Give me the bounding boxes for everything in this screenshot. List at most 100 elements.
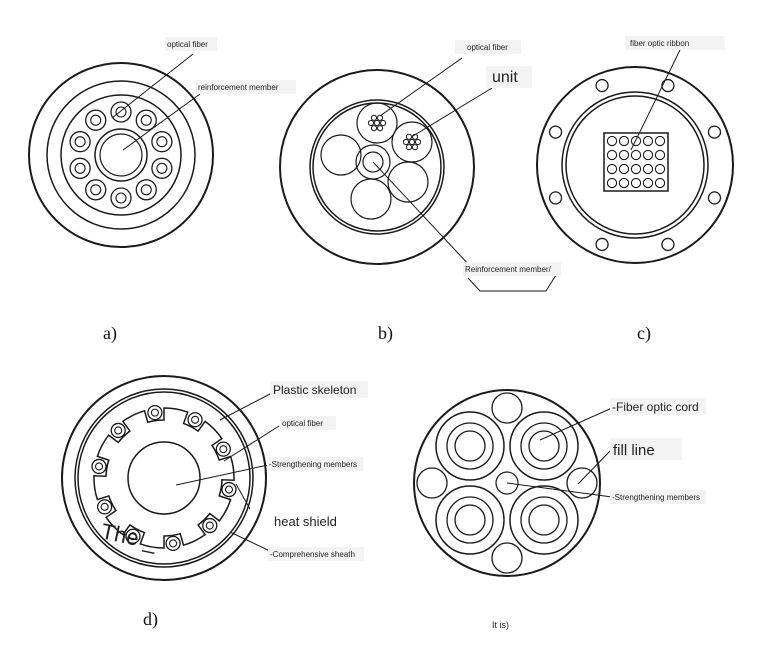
panel-a-central-member (94, 128, 148, 182)
panel-d-fiber-core (205, 521, 214, 530)
panel-c-hole (707, 125, 722, 139)
panel-c-ribbon-fiber (618, 177, 630, 189)
panel-d-fiber-core (150, 408, 159, 417)
panel-c-hole (707, 191, 722, 205)
panel-c-ribbon-fiber (606, 149, 618, 161)
panel-a-reinforcement-label: reinforcement member (198, 83, 279, 92)
panel-d-plastic-skeleton (93, 407, 235, 549)
panel-e-cord-jacket (435, 411, 505, 481)
panel-c-caption: c) (637, 323, 651, 344)
panel-a-fiber-core (115, 192, 127, 204)
panel-b-fiber (408, 138, 416, 146)
panel-b-fiber (405, 144, 413, 151)
panel-a-fiber-core (156, 162, 168, 174)
panel-e-fiber-cord-label: -Fiber optic cord (612, 400, 699, 414)
panel-a-fiber-tube (69, 157, 91, 179)
panel-c-ribbon-fiber (654, 149, 666, 161)
panel-e-cord-buffer (446, 422, 494, 470)
panel-a-fiber-tube (110, 101, 132, 123)
panel-d-optical-fiber-label: optical fiber (282, 419, 323, 428)
panel-c-ribbon-fiber (606, 177, 618, 189)
panel-c-ribbon-fiber (618, 135, 630, 147)
panel-a-fiber-core (140, 184, 152, 196)
panel-d-fiber-core (169, 539, 178, 548)
panel-b-optical-fiber-label: optical fiber (467, 43, 508, 52)
panel-d-fiber-core (191, 415, 200, 424)
panel-d-fiber-tube (187, 412, 203, 428)
panel-d-fiber-tube (221, 481, 237, 498)
panel-b-fiber (370, 114, 378, 121)
panel-a-fiber-core (90, 184, 102, 196)
panel-b-fiber (376, 114, 384, 121)
panel-b-fiber (414, 138, 422, 146)
panel-c-ribbon-fiber (630, 149, 642, 161)
panel-c-hole (548, 125, 563, 139)
panel-a-fiber-tube (110, 187, 132, 209)
panel-c-ribbon-fiber (606, 163, 618, 175)
panel-a-fiber-ring (69, 101, 173, 209)
panel-b-unit-1 (356, 102, 398, 144)
panel-c-ribbon-fiber (654, 135, 666, 147)
panel-e-cord-jacket (509, 485, 579, 555)
panel-a-fiber-tube (151, 157, 173, 179)
panel-b-unit-label: unit (492, 69, 518, 86)
panel-b-fiber-cluster-1 (367, 114, 387, 132)
panel-b-fiber (373, 119, 381, 127)
panel-b-fiber (376, 125, 384, 132)
panel-d-sheath-label: -Comprehensive sheath (270, 550, 355, 559)
panel-e-strength-member (495, 471, 519, 495)
panel-b-fiber (411, 144, 419, 151)
panel-b-fiber-cluster-2 (402, 133, 422, 151)
panel-a-fiber-tube (69, 131, 91, 153)
panel-d-fiber-tube (110, 422, 126, 439)
panel-c-ribbon-fiber (630, 135, 642, 147)
panel-e-cord-fiber (528, 430, 560, 462)
panel-c-ribbon-fiber (618, 163, 630, 175)
panel-a-fiber-tube (85, 109, 107, 131)
panel-d-fiber-tube (147, 404, 163, 421)
panel-e-fiber-cords (435, 411, 579, 555)
panel-d-fibers (91, 404, 237, 552)
panel-b-unit-2 (391, 121, 433, 163)
panel-d-caption: d) (143, 609, 158, 630)
panel-b-fiber (405, 133, 413, 140)
panel-d-plastic-skeleton-label: Plastic skeleton (273, 383, 356, 397)
panel-c-ribbon-fiber (642, 135, 654, 147)
panel-c-hole (548, 191, 563, 205)
panel-d-the-label: The _ (99, 518, 160, 554)
panel-d-fiber-core (219, 445, 228, 454)
panel-d-fiber-tube (96, 499, 113, 515)
panel-c-ribbon-stack (603, 132, 669, 192)
panel-a-diagram: optical fiber reinforcement member a) (28, 37, 296, 344)
panel-a-fiber-tube (135, 179, 157, 201)
panel-a-fiber-core (156, 136, 168, 148)
panel-a-fiber-core (74, 162, 86, 174)
panel-e-fill-circle (416, 467, 448, 499)
panel-c-ribbon-fiber (630, 163, 642, 175)
panel-b-fiber (367, 119, 375, 127)
panel-b-fiber (379, 119, 387, 127)
panel-d-strength-member (127, 441, 201, 515)
panel-a-fiber-core (140, 114, 152, 126)
panel-e-cord-fiber (454, 430, 486, 462)
panel-a-fiber-core (90, 114, 102, 126)
panel-d-fiber-core (128, 532, 137, 541)
panel-a-caption: a) (103, 323, 117, 344)
panel-a-fiber-core (115, 106, 127, 118)
panel-e-diagram: -Fiber optic cord fill line -Strengtheni… (413, 389, 706, 630)
panel-e-fill-circle (491, 392, 523, 424)
panel-d-strengthening-label: -Strengthening members (269, 460, 357, 469)
panel-a-fiber-tube (135, 109, 157, 131)
panel-e-fill-line-label: fill line (613, 442, 655, 459)
panel-d-fiber-tube (215, 441, 232, 457)
panel-c-ribbon-fiber (654, 177, 666, 189)
panel-c-ribbon-fiber (618, 149, 630, 161)
panel-d-fiber-core (94, 462, 104, 471)
panel-e-cord-jacket (509, 411, 579, 481)
panel-e-cord-fiber (454, 504, 486, 536)
panel-e-fill-circle (491, 542, 523, 574)
panel-b-diagram: optical fiber unit Reinforcement member/… (279, 40, 561, 344)
panel-d-fiber-tube (125, 528, 141, 544)
panel-d-fiber-core (114, 426, 123, 435)
